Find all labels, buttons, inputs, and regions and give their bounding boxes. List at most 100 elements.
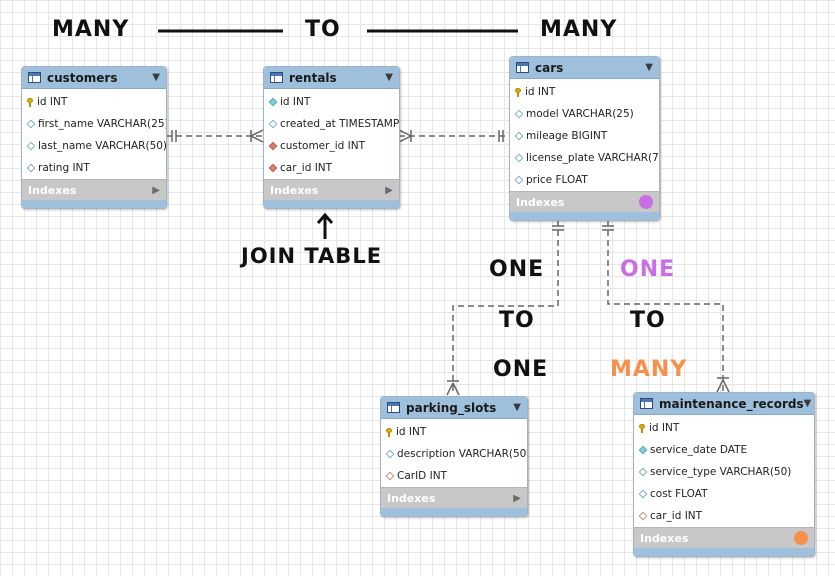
column-row[interactable]: cost FLOAT [634,483,814,505]
column-row[interactable]: price FLOAT [510,169,659,191]
indexes-section[interactable]: Indexes ▶ [22,179,166,200]
table-footer [22,200,166,208]
rentals-table[interactable]: rentals ▼ id INT created_at TIMESTAMP cu… [263,66,400,209]
foreign-key-icon [268,163,278,173]
cars-maintenance-relationship [602,220,730,393]
join-table-label: JOIN TABLE [241,244,383,268]
column-row[interactable]: service_type VARCHAR(50) [634,461,814,483]
table-name: customers [47,70,118,85]
indexes-section[interactable]: Indexes ▶ [264,179,399,200]
column-label: description VARCHAR(50) [397,448,528,460]
expand-arrow-icon[interactable]: ▶ [152,184,160,196]
orange-marker-dot [794,531,808,545]
maintenance-records-header[interactable]: maintenance_records ▼ [634,393,814,415]
column-label: created_at TIMESTAMP [280,118,400,130]
table-icon [387,402,400,413]
column-row[interactable]: mileage BIGINT [510,125,659,147]
collapse-icon[interactable]: ▼ [152,72,160,83]
table-footer [381,508,527,516]
expand-arrow-icon[interactable]: ▶ [513,492,521,504]
indexes-section[interactable]: Indexes ▶ [381,487,527,508]
customers-header[interactable]: customers ▼ [22,67,166,89]
column-row[interactable]: created_at TIMESTAMP [264,113,399,135]
column-label: id INT [649,422,680,434]
customers-table[interactable]: customers ▼ id INT first_name VARCHAR(25… [21,66,167,209]
column-label: car_id INT [280,162,333,174]
column-label: rating INT [38,162,90,174]
attribute-icon [514,153,524,163]
collapse-icon[interactable]: ▼ [803,398,812,409]
table-name: cars [535,60,564,75]
collapse-icon[interactable]: ▼ [513,402,521,413]
table-name: parking_slots [406,400,497,415]
attribute-icon [385,449,395,459]
table-name: rentals [289,70,337,85]
column-row[interactable]: car_id INT [634,505,814,527]
foreign-key-plain-icon [385,471,395,481]
parking-slots-table[interactable]: parking_slots ▼ id INT description VARCH… [380,396,528,517]
one-label-a: ONE [489,257,545,282]
table-name: maintenance_records [659,396,804,411]
expand-arrow-icon[interactable]: ▶ [385,184,393,196]
column-row[interactable]: model VARCHAR(25) [510,103,659,125]
indexes-label: Indexes [387,491,436,505]
column-row[interactable]: id INT [381,421,527,443]
column-row[interactable]: id INT [510,81,659,103]
foreign-key-plain-icon [638,511,648,521]
indexes-label: Indexes [270,183,319,197]
one-label-c: ONE [620,257,676,282]
rentals-header[interactable]: rentals ▼ [264,67,399,89]
attribute-icon [638,489,648,499]
column-row[interactable]: rating INT [22,157,166,179]
column-label: price FLOAT [526,174,588,186]
column-label: license_plate VARCHAR(7) [526,152,660,164]
column-label: service_type VARCHAR(50) [650,466,792,478]
column-label: id INT [396,426,427,438]
table-footer [264,200,399,208]
column-label: first_name VARCHAR(25) [38,118,167,130]
column-row[interactable]: license_plate VARCHAR(7) [510,147,659,169]
column-row[interactable]: first_name VARCHAR(25) [22,113,166,135]
one-label-b: ONE [493,357,549,382]
primary-key-icon [386,427,393,437]
to-label-a: TO [499,308,535,333]
indexes-label: Indexes [516,195,565,209]
maintenance-records-table[interactable]: maintenance_records ▼ id INT service_dat… [633,392,815,557]
attribute-icon [514,131,524,141]
column-row[interactable]: customer_id INT [264,135,399,157]
column-row[interactable]: id INT [634,417,814,439]
column-row[interactable]: last_name VARCHAR(50) [22,135,166,157]
column-row[interactable]: service_date DATE [634,439,814,461]
purple-marker-dot [639,195,653,209]
column-row[interactable]: car_id INT [264,157,399,179]
collapse-icon[interactable]: ▼ [385,72,393,83]
column-label: mileage BIGINT [526,130,608,142]
primary-key-icon [515,87,522,97]
parking-slots-header[interactable]: parking_slots ▼ [381,397,527,419]
table-icon [28,72,41,83]
indexes-label: Indexes [28,183,77,197]
column-row[interactable]: CarID INT [381,465,527,487]
indexes-label: Indexes [640,531,689,545]
cars-header[interactable]: cars ▼ [510,57,659,79]
attribute-nn-icon [268,97,278,107]
column-row[interactable]: id INT [22,91,166,113]
collapse-icon[interactable]: ▼ [645,62,653,73]
column-row[interactable]: description VARCHAR(50) [381,443,527,465]
indexes-section[interactable]: Indexes [634,527,814,548]
attribute-icon [514,175,524,185]
many-label-right: MANY [540,17,618,42]
column-label: CarID INT [397,470,447,482]
column-row[interactable]: id INT [264,91,399,113]
to-label-c: TO [630,308,666,333]
table-icon [516,62,529,73]
foreign-key-icon [268,141,278,151]
table-footer [510,212,659,220]
cars-parking-slots-relationship [446,220,564,396]
attribute-icon [26,119,36,129]
attribute-nn-icon [638,445,648,455]
to-label-top: TO [305,17,341,42]
indexes-section[interactable]: Indexes [510,191,659,212]
cars-table[interactable]: cars ▼ id INT model VARCHAR(25) mileage … [509,56,660,221]
